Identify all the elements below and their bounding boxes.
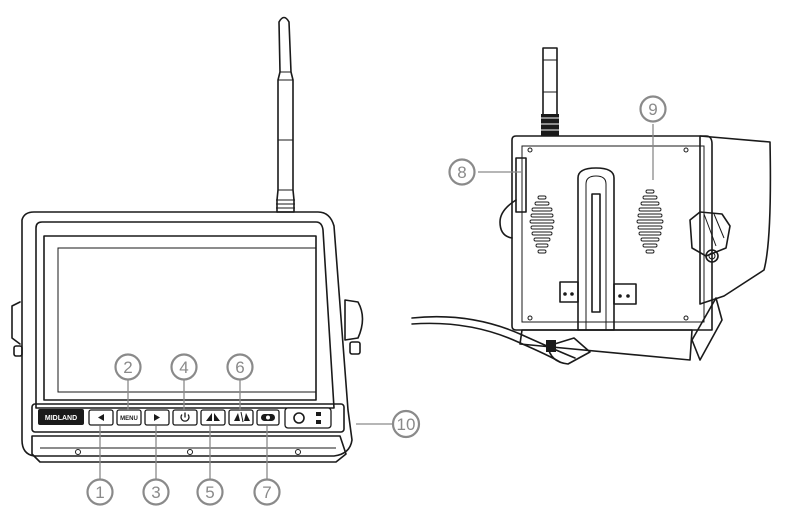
svg-text:8: 8: [457, 163, 466, 182]
cable: [411, 315, 576, 359]
control-strip: [31, 403, 345, 433]
menu-button[interactable]: MENU: [116, 409, 142, 426]
grille-slot: [535, 243, 549, 248]
left-arrow-button[interactable]: [88, 409, 114, 426]
grille-slot: [642, 243, 658, 248]
grille-slot: [645, 249, 655, 254]
svg-text:10: 10: [397, 415, 416, 434]
grille-slot: [530, 225, 554, 230]
front-monitor: MIDLAND MENU: [11, 16, 364, 463]
mount-bracket: [577, 167, 615, 331]
rear-antenna: [541, 47, 559, 136]
callout-10: 10: [391, 409, 421, 439]
right-arrow-button[interactable]: [144, 409, 170, 426]
svg-text:6: 6: [235, 358, 244, 377]
svg-text:7: 7: [262, 483, 271, 502]
down-mirror-button[interactable]: [228, 409, 254, 426]
left-knob: [11, 301, 21, 345]
svg-text:2: 2: [123, 358, 132, 377]
mount-base: [519, 329, 693, 361]
grille-slot: [537, 195, 547, 200]
svg-text:MENU: MENU: [120, 416, 138, 422]
sensor-panel: [284, 407, 332, 429]
front-antenna: [276, 16, 295, 213]
grille-slot: [637, 213, 663, 218]
grille-slot: [638, 207, 662, 212]
grille-slot: [638, 231, 662, 236]
monitor-bezel: [35, 221, 335, 409]
rear-hood: [699, 135, 772, 305]
callout-4: 4: [170, 353, 198, 381]
grille-slot: [529, 219, 555, 224]
svg-text:4: 4: [179, 358, 188, 377]
power-button[interactable]: [172, 409, 198, 426]
callout-6: 6: [226, 353, 254, 381]
grille-slot: [636, 219, 664, 224]
rear-monitor: [411, 47, 772, 365]
callout-9: 9: [639, 95, 667, 123]
rear-side-slot: [515, 157, 527, 213]
brand-logo: MIDLAND: [38, 409, 84, 425]
grille-slot: [640, 201, 660, 206]
power-icon: [180, 412, 190, 422]
sun-visor-bottom: [31, 435, 347, 463]
svg-text:MIDLAND: MIDLAND: [45, 415, 77, 422]
svg-text:5: 5: [205, 483, 214, 502]
grille-slot: [534, 201, 550, 206]
grille-slot: [642, 195, 658, 200]
speaker-grille: [529, 189, 664, 254]
grille-slot: [533, 237, 551, 242]
camera-switch-button[interactable]: [256, 409, 280, 426]
callout-3: 3: [142, 478, 170, 506]
callouts: 1 2 3 4 5 6 7 8: [86, 95, 667, 506]
callout-8: 8: [448, 158, 476, 186]
right-knob: [344, 299, 364, 341]
svg-text:1: 1: [95, 483, 104, 502]
svg-text:9: 9: [648, 100, 657, 119]
callout-7: 7: [253, 478, 281, 506]
callout-1: 1: [86, 478, 114, 506]
grille-slot: [531, 207, 553, 212]
grille-slot: [530, 213, 554, 218]
rear-knob: [689, 211, 731, 263]
callout-5: 5: [196, 478, 224, 506]
up-mirror-button[interactable]: [200, 409, 226, 426]
grille-slot: [645, 189, 655, 194]
grille-slot: [537, 249, 547, 254]
svg-text:3: 3: [151, 483, 160, 502]
grille-slot: [531, 231, 553, 236]
callout-2: 2: [114, 353, 142, 381]
grille-slot: [637, 225, 663, 230]
sun-visor: [21, 211, 353, 457]
rear-housing: [511, 135, 713, 331]
grille-slot: [640, 237, 660, 242]
